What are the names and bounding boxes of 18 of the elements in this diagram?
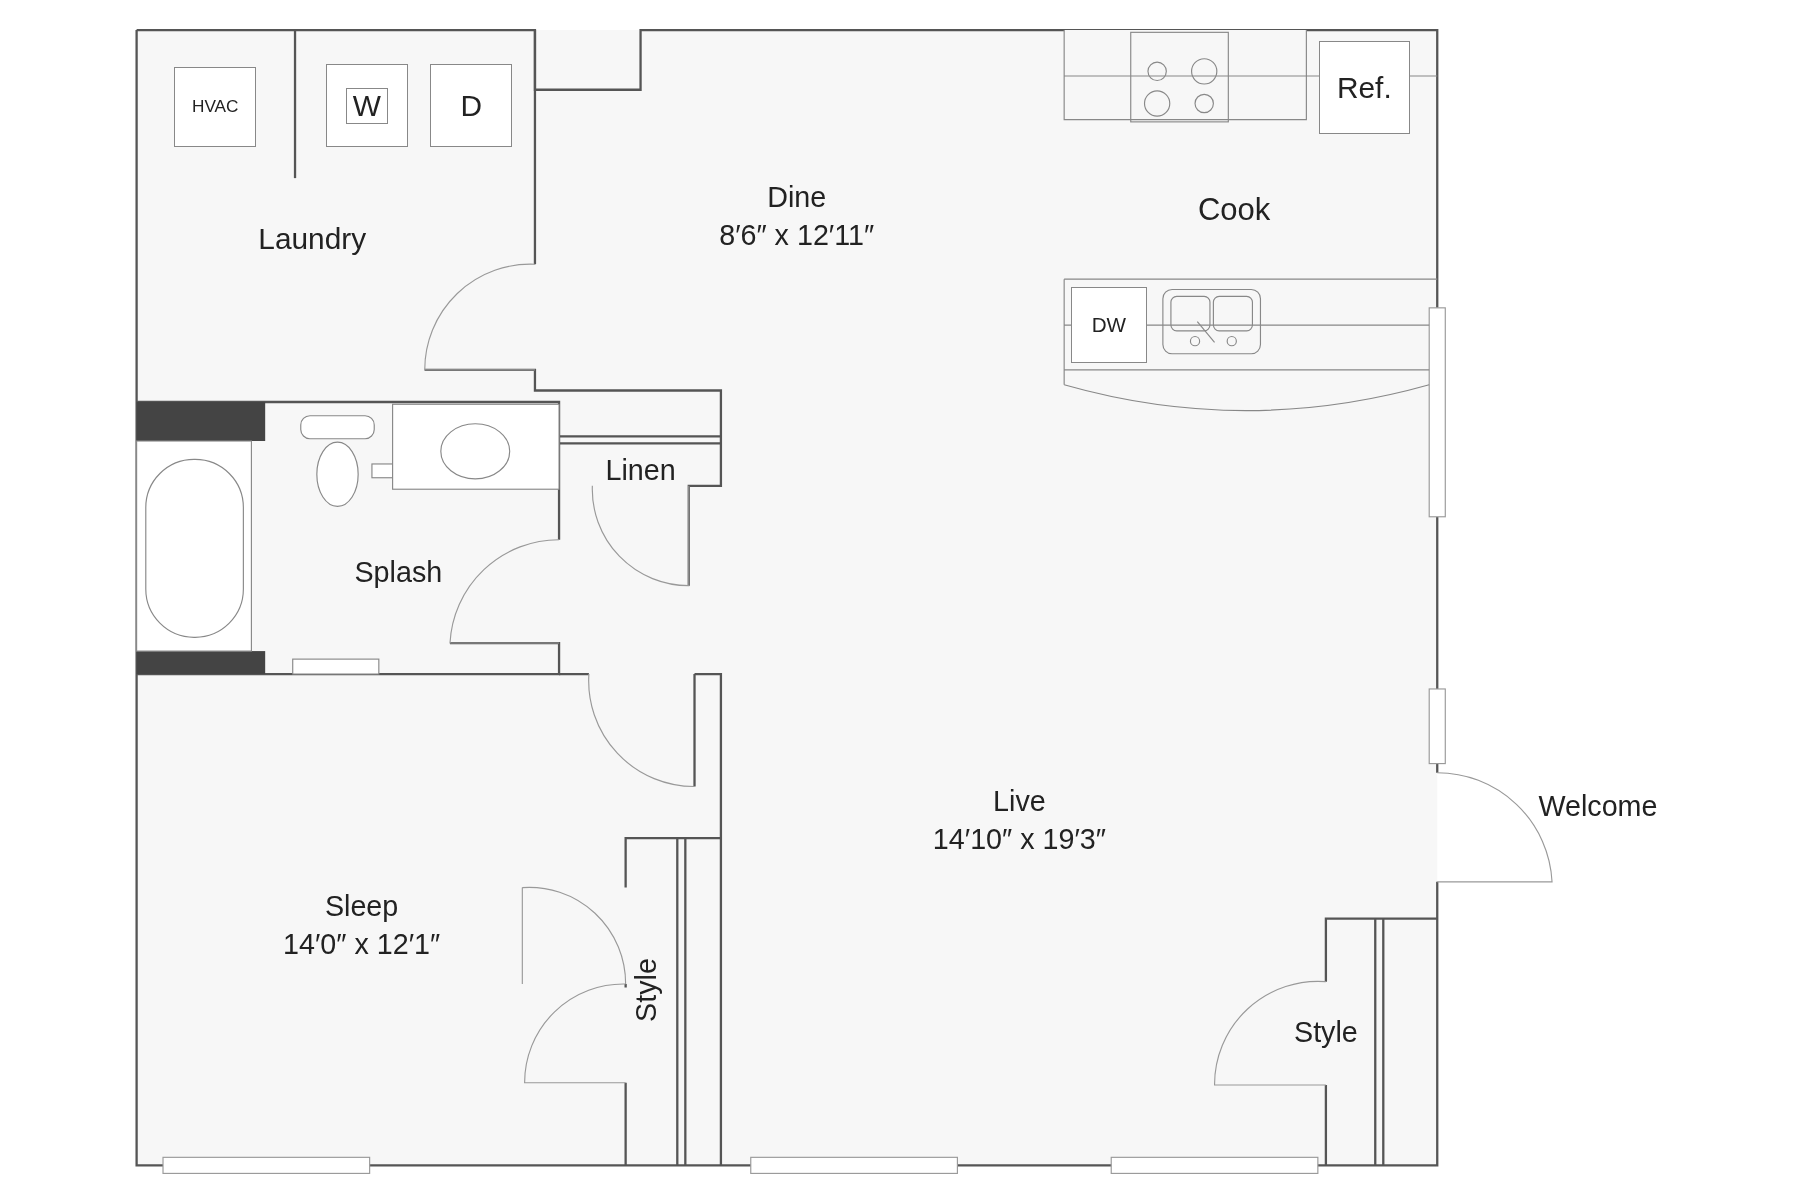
appliance-label: D bbox=[460, 90, 482, 121]
room-label: Dine bbox=[767, 183, 827, 212]
room-label: Live bbox=[993, 786, 1046, 816]
room-label: Cook bbox=[1197, 193, 1271, 225]
dimension-label: 8′6″ x 12′11″ bbox=[719, 221, 875, 250]
dimension-label: 14′0″ x 12′1″ bbox=[283, 929, 441, 958]
room-label: Linen bbox=[605, 455, 676, 484]
room-label: Sleep bbox=[324, 891, 399, 921]
room-label: Welcome bbox=[1538, 791, 1658, 821]
appliance-label: HVAC bbox=[191, 98, 239, 116]
dimension-label: 14′10″ x 19′3″ bbox=[932, 824, 1106, 854]
appliance-label: W bbox=[345, 87, 388, 124]
appliance-label: Ref. bbox=[1337, 72, 1392, 103]
room-label: Style bbox=[1294, 1017, 1358, 1047]
appliance-label: DW bbox=[1091, 314, 1127, 336]
room-label: Laundry bbox=[258, 223, 367, 254]
room-label: Style bbox=[631, 957, 661, 1022]
room-label: Splash bbox=[354, 557, 443, 586]
